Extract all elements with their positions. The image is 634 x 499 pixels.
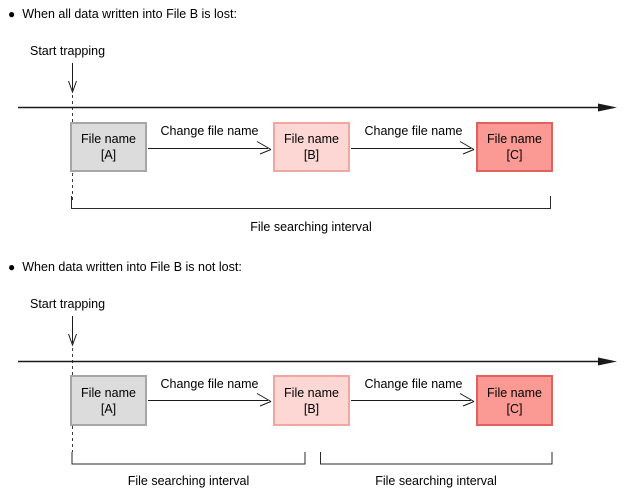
file-box-a: File name [A] [70, 122, 147, 172]
file-box-label: File name [284, 132, 339, 146]
interval-bracket [71, 452, 306, 465]
section-title: When data written into File B is not los… [22, 260, 242, 274]
timeline-arrow [18, 357, 617, 366]
start-trapping-arrow [68, 63, 77, 94]
file-box-label: File name [81, 385, 136, 400]
bullet-icon: ● [8, 7, 16, 21]
change-file-name-label: Change file name [364, 124, 463, 138]
change-file-name-label: Change file name [160, 124, 259, 138]
file-box-label: [A] [100, 148, 117, 162]
timeline-arrow [18, 103, 617, 112]
file-box-a: File name [A] [70, 375, 147, 426]
file-box-label: [B] [303, 401, 320, 416]
change-file-name-arrow [148, 393, 272, 407]
file-box-label: [B] [303, 148, 320, 162]
change-file-name-label: Change file name [160, 377, 259, 391]
interval-bracket [71, 196, 551, 209]
interval-label: File searching interval [375, 474, 497, 488]
start-trapping-label: Start trapping [30, 297, 106, 311]
change-file-name-arrow [148, 141, 272, 155]
interval-label: File searching interval [127, 474, 250, 488]
bullet-icon: ● [8, 260, 16, 274]
interval-bracket [320, 452, 553, 465]
file-box-c: File name [C] [476, 122, 553, 172]
change-file-name-arrow [351, 141, 475, 155]
section-title: When all data written into File B is los… [22, 7, 237, 21]
change-file-name-label: Change file name [364, 377, 463, 391]
file-box-label: File name [81, 132, 136, 146]
file-box-label: [C] [506, 401, 523, 416]
section-1-title-row: ● When all data written into File B is l… [8, 7, 237, 21]
file-box-label: File name [487, 132, 542, 146]
file-box-label: File name [487, 385, 542, 400]
file-box-label: [A] [100, 401, 117, 416]
file-box-b: File name [B] [273, 375, 350, 426]
file-box-label: File name [284, 385, 339, 400]
file-box-b: File name [B] [273, 122, 350, 172]
start-trapping-label: Start trapping [30, 44, 106, 58]
file-box-label: [C] [506, 148, 523, 162]
change-file-name-arrow [351, 393, 475, 407]
section-2-title-row: ● When data written into File B is not l… [8, 260, 242, 274]
interval-label: File searching interval [250, 220, 372, 234]
file-box-c: File name [C] [476, 375, 553, 426]
start-trapping-arrow [68, 316, 77, 347]
